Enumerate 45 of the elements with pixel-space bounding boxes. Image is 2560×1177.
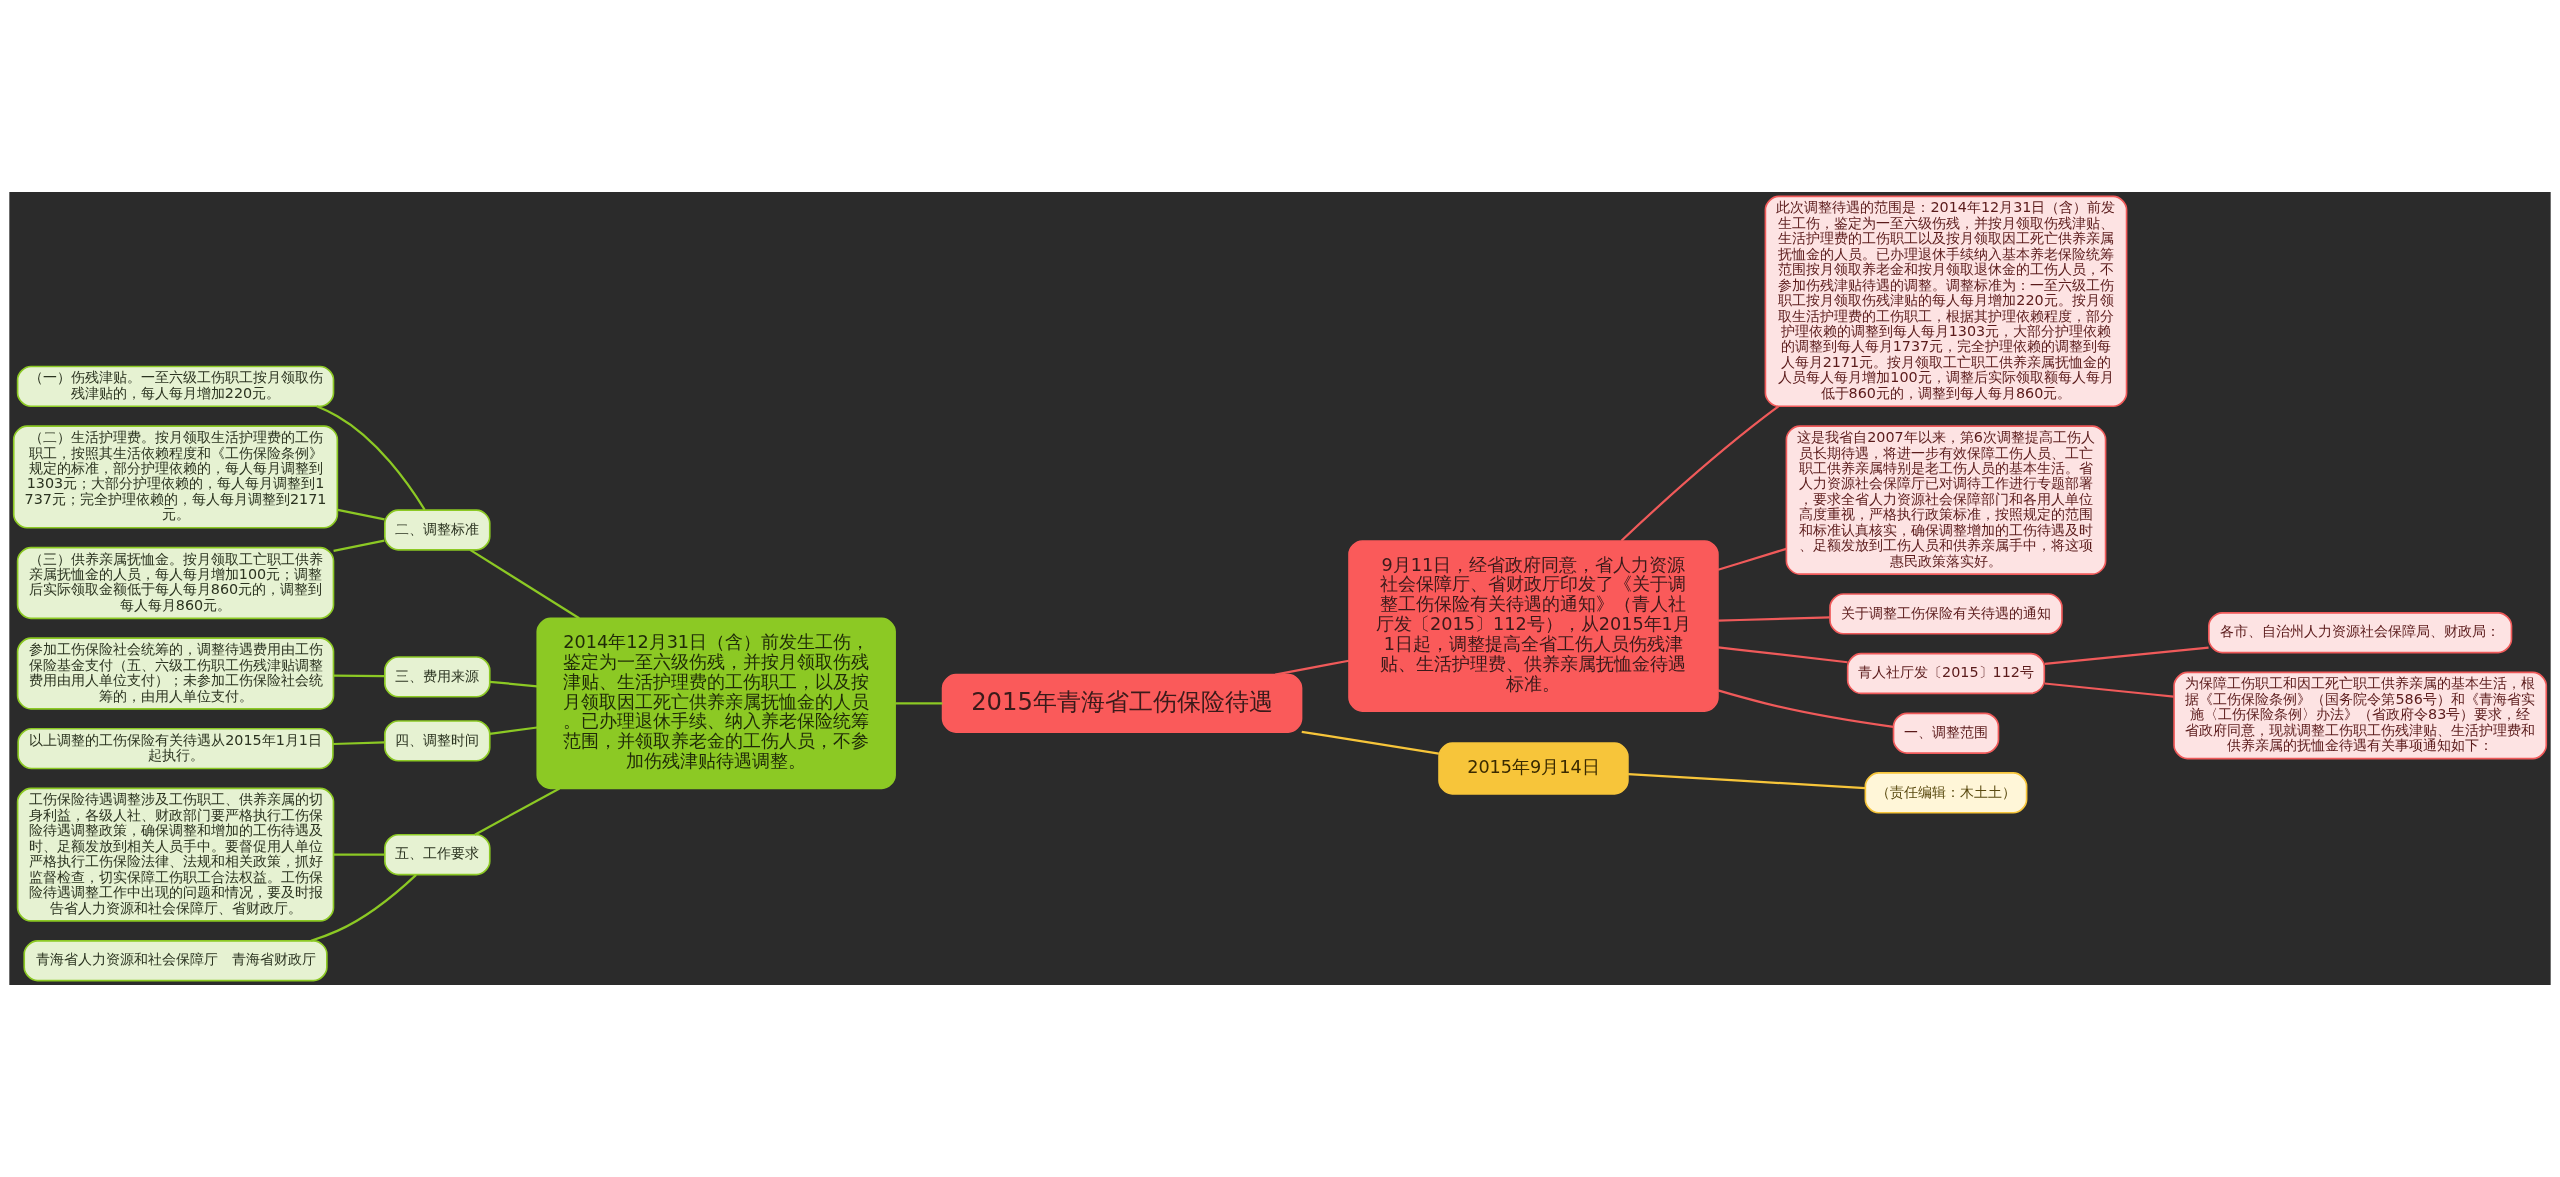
node-box: 四、调整时间: [384, 720, 491, 762]
node-box: 这是我省自2007年以来，第6次调整提高工伤人员长期待遇，将进一步有效保障工伤人员、工亡职工供养亲属特别是老工伤人员的基本生活。省人力资源社会保障厅已对调待工作进行专题部署，要求全省人力资源社会保障部门和各用人单位高度重视，严格执行政策标准，按照规定的范围和标准认真核实，确保调整增加的工伤待遇及时、足额发放到工伤人员和供养亲属手中，将这项惠民政策落实好。: [1785, 425, 2107, 575]
connector: [1628, 772, 1866, 790]
connector: [1275, 659, 1350, 676]
connector: [333, 741, 385, 746]
connector: [2044, 646, 2209, 665]
node-box: （三）供养亲属抚恤金。按月领取工亡职工供养亲属抚恤金的人员，每人每月增加100元；调整后实际领取金额低于每人每月860元的，调整到每人每月860元。: [16, 546, 335, 620]
node-box: 参加工伤保险社会统筹的，调整待遇费用由工伤保险基金支付（五、六级工伤职工伤残津贴调整费用由用人单位支付）；未参加工伤保险社会统筹的，由用人单位支付。: [16, 637, 335, 710]
node-box: 工伤保险待遇调整涉及工伤职工、供养亲属的切身利益，各级人社、财政部门要严格执行工伤保险待遇调整政策，确保调整和增加的工伤待遇及时、足额发放到相关人员手中。要督促用人单位严格执行工伤保险法律、法规和相关政策，抓好监督检查，切实保障工伤职工合法权益。工伤保险待遇调整工作中出现的问题和情况，要及时报告省人力资源和社会保障厅、省财政厅。: [16, 787, 335, 922]
node-box: 以上调整的工伤保险有关待遇从2015年1月1日起执行。: [17, 727, 334, 770]
connector: [1620, 405, 1780, 542]
node-box: 为保障工伤职工和因工死亡职工供养亲属的基本生活，根据《工伤保险条例》（国务院令第586号）和《青海省实施〈工伤保险条例〉办法》（省政府令83号）要求，经省政府同意，现就调整工伤职工伤残津贴、生活护理费和供养亲属的抚恤金待遇有关事项通知如下：: [2173, 671, 2548, 760]
node-box: （一）伤残津贴。一至六级工伤职工按月领取伤残津贴的，每人每月增加220元。: [16, 365, 335, 408]
connector: [489, 726, 538, 736]
connector: [489, 680, 538, 688]
node-box: 三、费用来源: [384, 656, 491, 698]
connector: [316, 405, 426, 511]
node-box: 此次调整待遇的范围是：2014年12月31日（含）前发生工伤，鉴定为一至六级伤残，并按月领取伤残津贴、生活护理费的工伤职工以及按月领取因工死亡供养亲属抚恤金的人员。已办理退休手续纳入基本养老保险统筹范围按月领取养老金和按月领取退休金的工伤人员，不参加伤残津贴待遇的调整。调整标准为：一至六级工伤职工按月领取伤残津贴的每人每月增加220元。按月领取生活护理费的工伤职工，根据其护理依赖程度，部分护理依赖的调整到每人每月1303元，大部分护理依赖的调整到每人每月1737元，完全护理依赖的调整到每人每月2171元。按月领取工亡职工供养亲属抚恤金的人员每人每月增加100元，调整后实际领取额每人每月低于860元的，调整到每人每月860元。: [1764, 195, 2128, 408]
node-box: 关于调整工伤保险有关待遇的通知: [1829, 593, 2063, 635]
connector: [2044, 682, 2174, 698]
connector: [895, 702, 943, 705]
connector: [1717, 689, 1894, 728]
connector: [333, 853, 385, 856]
connector: [469, 548, 580, 620]
node-box: （二）生活护理费。按月领取生活护理费的工伤职工，按照其生活依赖程度和《工伤保险条例》规定的标准，部分护理依赖的，每人每月调整到1303元；大部分护理依赖的，每人每月调整到1737元；完全护理依赖的，每人每月调整到2171元。: [12, 425, 339, 529]
connector: [333, 539, 385, 552]
connector: [333, 674, 385, 678]
node-box: 二、调整标准: [384, 509, 491, 551]
node-box: 各市、自治州人力资源社会保障局、财政局：: [2208, 611, 2513, 654]
node-box: 五、工作要求: [384, 833, 491, 876]
node-box: 2015年青海省工伤保险待遇: [941, 673, 1303, 733]
connector: [310, 874, 417, 942]
node-box: 一、调整范围: [1892, 712, 2000, 754]
node-box: 青人社厅发〔2015〕112号: [1846, 652, 2046, 695]
connector: [337, 508, 385, 521]
node-box: 2015年9月14日: [1438, 742, 1629, 795]
node-box: 2014年12月31日（含）前发生工伤，鉴定为一至六级伤残，并按月领取伤残津贴、生活护理费的工伤职工，以及按月领取因工死亡供养亲属抚恤金的人员。已办理退休手续、纳入养老保险统筹范围，并领取养老金的工伤人员，不参加伤残津贴待遇调整。: [536, 617, 896, 790]
connector: [1717, 547, 1787, 571]
node-box: （责任编辑：木土土）: [1864, 772, 2028, 814]
connector: [1718, 616, 1830, 622]
connector: [474, 787, 561, 836]
node-box: 青海省人力资源和社会保障厅 青海省财政厅: [23, 940, 328, 982]
connector: [1301, 730, 1439, 755]
node-box: 9月11日，经省政府同意，省人力资源社会保障厅、省财政厅印发了《关于调整工伤保险有关待遇的通知》（青人社厅发〔2015〕112号），从2015年1月1日起，调整提高全省工伤人员伤残津贴、生活护理费、供养亲属抚恤金待遇标准。: [1348, 540, 1719, 712]
connector: [1718, 646, 1848, 664]
